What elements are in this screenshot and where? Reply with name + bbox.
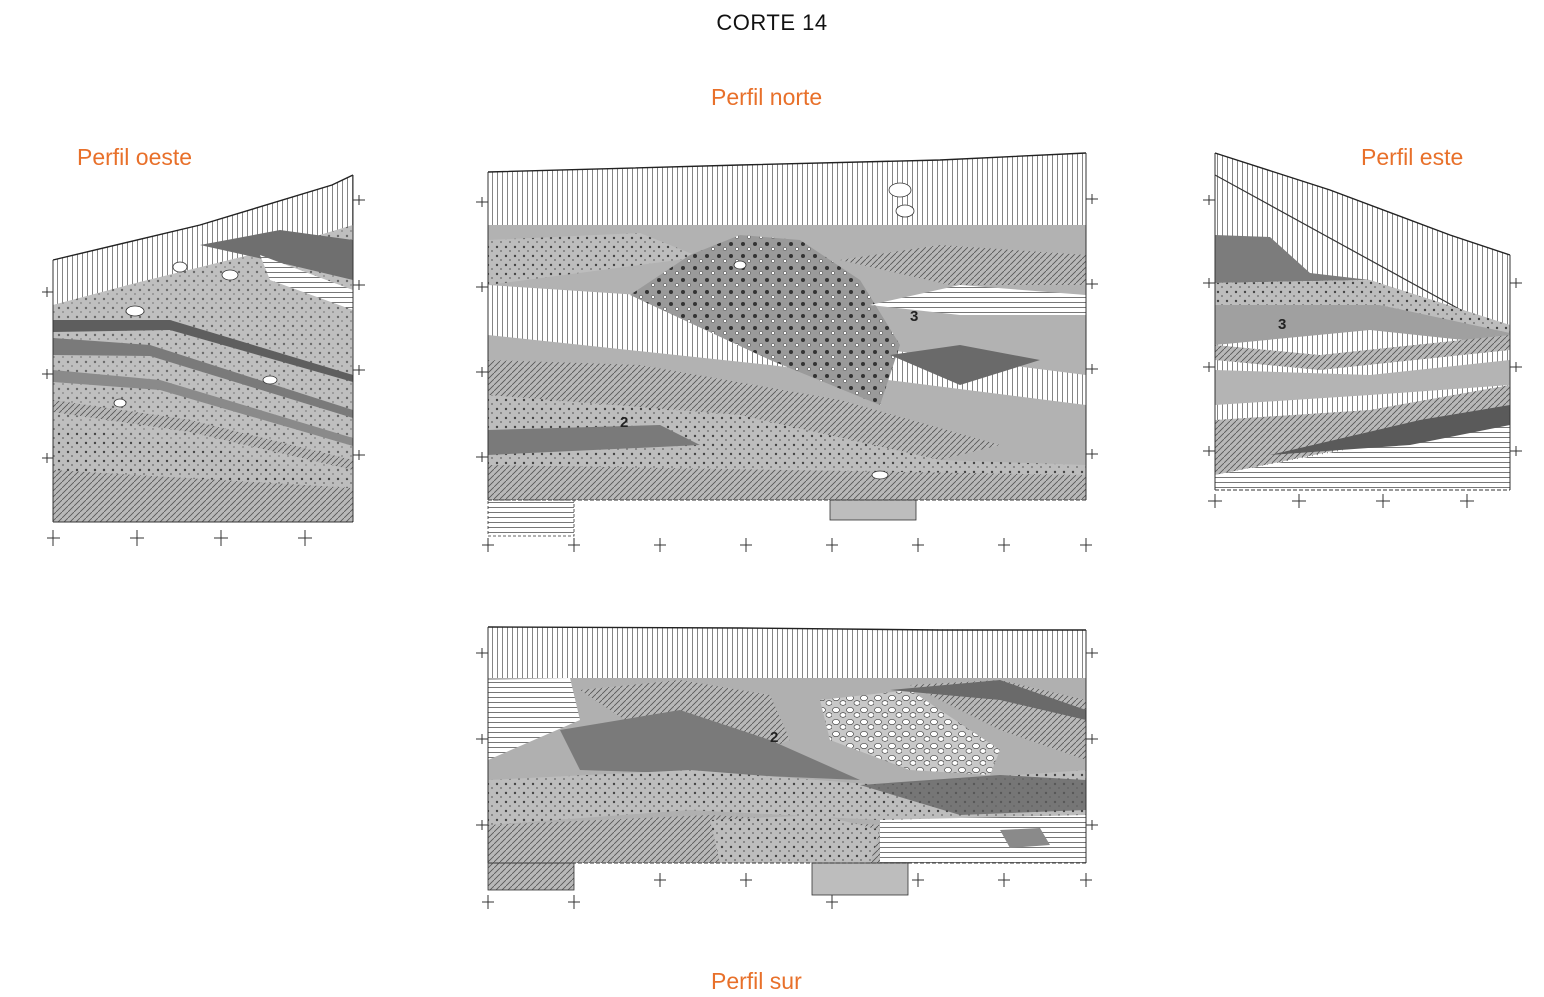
north-layer-label-2: 2 bbox=[620, 414, 628, 431]
profile-south-section: 2 bbox=[440, 610, 1140, 920]
label-perfil-oeste: Perfil oeste bbox=[77, 144, 193, 170]
label-perfil-este: Perfil este bbox=[1361, 144, 1464, 170]
north-layer-label-3: 3 bbox=[910, 308, 918, 325]
profile-west-section bbox=[20, 170, 400, 570]
east-layer-label-3: 3 bbox=[1278, 316, 1286, 333]
label-perfil-norte: Perfil norte bbox=[711, 84, 823, 110]
south-layer-label-2: 2 bbox=[770, 729, 778, 746]
profile-north-section: 3 2 bbox=[440, 145, 1140, 565]
figure-title: CORTE 14 bbox=[716, 10, 828, 35]
label-perfil-sur: Perfil sur bbox=[711, 968, 802, 994]
profile-east-section: 3 bbox=[1170, 145, 1540, 525]
